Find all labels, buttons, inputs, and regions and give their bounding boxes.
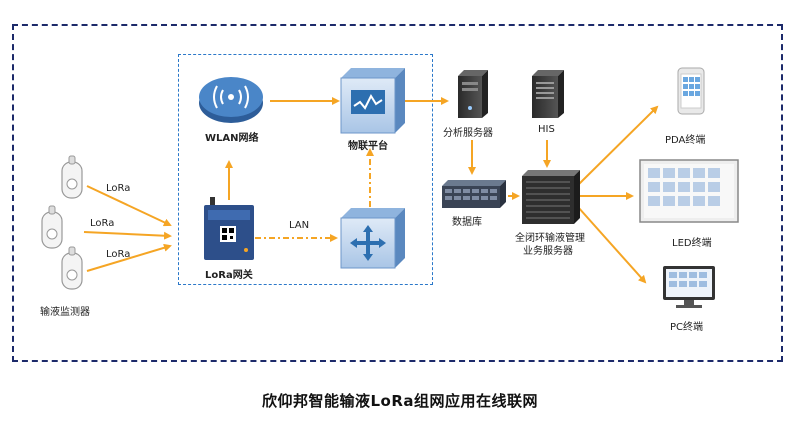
management-server-label-line2: 业务服务器 xyxy=(523,246,573,257)
pc-monitor-icon xyxy=(663,266,715,308)
lora-link-label-2: LoRa xyxy=(90,218,115,229)
pda-icon xyxy=(677,67,705,115)
led-screen-icon xyxy=(639,159,739,223)
lora-link-label-3: LoRa xyxy=(106,249,131,260)
diagram-caption: 欣仰邦智能输液LoRa组网应用在线联网 xyxy=(261,392,539,410)
local-network-boundary xyxy=(178,54,433,285)
lora-link-label-1: LoRa xyxy=(106,183,131,194)
analysis-server-icon xyxy=(458,70,488,118)
system-boundary xyxy=(12,24,783,362)
infusion-monitor-icons xyxy=(41,155,83,290)
management-server-label-line1: 全闭环输液管理 xyxy=(515,233,585,244)
lora-gateway-icon xyxy=(204,197,254,260)
pda-terminal-label: PDA终端 xyxy=(665,135,706,146)
arrow-monitor3-gateway xyxy=(86,243,172,272)
iot-platform-label: 物联平台 xyxy=(348,141,388,152)
iot-platform-icon xyxy=(340,68,405,134)
his-label: HIS xyxy=(538,124,555,135)
led-terminal-label: LED终端 xyxy=(672,238,712,249)
arrow-mgmt-pc xyxy=(577,206,647,284)
wlan-label: WLAN网络 xyxy=(205,133,259,144)
arrow-monitor1-gateway xyxy=(86,185,172,227)
lan-switch-icon xyxy=(340,208,405,269)
pc-terminal-label: PC终端 xyxy=(670,322,704,333)
lan-label: LAN xyxy=(289,220,310,231)
connector-arrows xyxy=(83,97,659,284)
analysis-server-label: 分析服务器 xyxy=(443,128,493,139)
wlan-router-icon xyxy=(199,77,263,123)
arrow-monitor2-gateway xyxy=(83,231,172,240)
his-server-icon xyxy=(532,70,564,118)
database-label: 数据库 xyxy=(452,217,482,228)
gateway-label: LoRa网关 xyxy=(205,270,253,281)
arrow-mgmt-pda xyxy=(577,105,659,186)
infusion-monitor-label: 输液监测器 xyxy=(40,307,90,318)
management-server-icon xyxy=(522,170,580,224)
database-icon xyxy=(442,180,506,208)
